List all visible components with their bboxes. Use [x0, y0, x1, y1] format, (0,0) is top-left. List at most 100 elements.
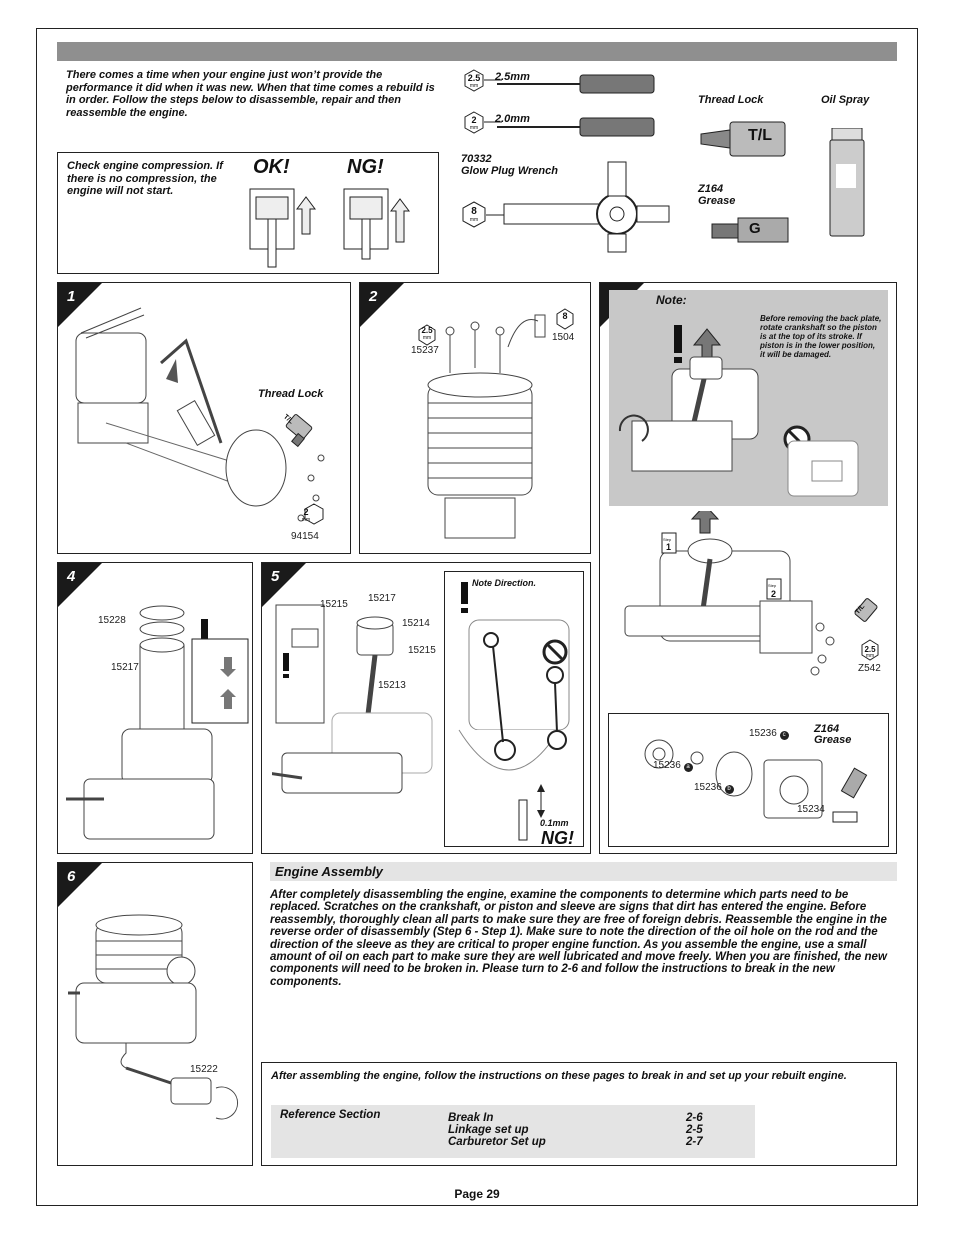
- reference-page: 2-6: [686, 1112, 703, 1124]
- step1-tag-num: 1: [666, 542, 672, 552]
- step-4-illustration: [66, 605, 249, 840]
- reference-page: 2-7: [686, 1136, 703, 1148]
- reference-name: Break In: [448, 1112, 494, 1124]
- reference-row: Carburetor Set up 2-7: [448, 1136, 703, 1148]
- thread-lock-tube-text: T/L: [748, 127, 772, 144]
- reference-row: Linkage set up 2-5: [448, 1124, 703, 1136]
- step4-part-sleeve: 15217: [111, 662, 139, 673]
- note-direction-label: Note Direction.: [472, 578, 537, 588]
- backplate-illustration: [644, 739, 868, 823]
- engine-assembly-heading: Engine Assembly: [275, 864, 383, 879]
- hex25-label: 2.5mm: [495, 71, 530, 83]
- reference-name: Carburetor Set up: [448, 1136, 546, 1148]
- reference-page: 2-5: [686, 1124, 703, 1136]
- thread-lock-small-icon: [285, 414, 313, 448]
- step5-ng-label: NG!: [541, 828, 574, 848]
- warning-icon: [461, 582, 468, 613]
- reference-table: Break In 2-6 Linkage set up 2-5 Carburetor…: [448, 1112, 703, 1148]
- grease-name: Grease: [698, 195, 736, 207]
- grease-tube-icon: [711, 217, 789, 243]
- part-15236-a: 15236 a: [653, 760, 693, 772]
- part-number: 15236: [694, 782, 722, 793]
- compression-text: Check engine compression. If there is no…: [67, 160, 223, 197]
- step2-tag-num: 2: [771, 589, 777, 599]
- step4-part-top: 15228: [98, 615, 126, 626]
- step-3-panel: 3 Note: Before removing the back plate, …: [599, 282, 897, 854]
- step3-hex-size: 2.5: [864, 645, 876, 654]
- step-2-panel: 2 2.5 mm 15237 8 1504: [359, 282, 591, 554]
- step2-part-screw: 15237: [411, 345, 439, 356]
- glow-wrench-unit: mm: [469, 217, 479, 223]
- backplate-detail-box: Z164 Grease 15236 c 15236 a 15236 b 1523…: [608, 713, 889, 847]
- step3-hex-unit: mm: [865, 653, 875, 659]
- step-number: 2: [369, 288, 378, 305]
- oil-spray-can-icon: [829, 128, 865, 237]
- step-5-illustration: [272, 604, 433, 794]
- step-5-panel: 5 15215 15217 15214 15215 15213 Note Dir…: [261, 562, 591, 854]
- hex-badge-icon: [464, 111, 484, 134]
- hex25-size: 2.5: [467, 73, 481, 83]
- step1-part-number: 94154: [291, 531, 319, 542]
- step1-thread-lock-label: Thread Lock: [258, 388, 324, 400]
- hex-driver-tools: [464, 69, 655, 137]
- gap-label: 0.1mm: [540, 818, 569, 828]
- part-number: 15236: [653, 760, 681, 771]
- step-tab: [360, 283, 404, 327]
- hex20-unit: mm: [469, 125, 479, 131]
- note-text: Before removing the back plate, rotate c…: [760, 314, 882, 359]
- step-tab: [58, 283, 102, 327]
- engine-assembly-text: After completely disassembling the engin…: [270, 889, 887, 988]
- oil-spray-label: Oil Spray: [821, 94, 870, 106]
- step-number: 1: [67, 288, 76, 305]
- step2-part-plug: 1504: [552, 332, 575, 343]
- after-assembly-box: After assembling the engine, follow the …: [261, 1062, 897, 1166]
- glow-plug-wrench-icon: [462, 161, 670, 253]
- compression-diagram: [249, 188, 410, 268]
- backplate-grease-part: Z164: [814, 723, 840, 735]
- prohibited-icon: [542, 639, 568, 665]
- note-label: Note:: [656, 293, 687, 307]
- step-tab: [58, 563, 102, 607]
- engine-assembly-heading-bar: [270, 862, 897, 881]
- letter-badge: a: [683, 763, 693, 772]
- step-6-illustration: [68, 914, 238, 1120]
- hex25-unit: mm: [469, 83, 479, 89]
- step3-part-screw: Z542: [858, 663, 881, 674]
- step1-tag: Step: [663, 537, 672, 542]
- part-15217: 15217: [368, 593, 396, 604]
- ok-label: OK!: [253, 156, 290, 178]
- backplate-grease-name: Grease: [814, 734, 852, 746]
- part-15214: 15214: [402, 618, 430, 629]
- hex20-size: 2: [471, 115, 477, 125]
- step-tab: [58, 863, 102, 907]
- reference-label: Reference Section: [280, 1109, 381, 1121]
- grease-tube-text: G: [749, 220, 761, 237]
- step-2-illustration: [418, 308, 574, 539]
- letter-badge: c: [779, 731, 789, 740]
- grease-label: Z164 Grease: [698, 183, 735, 207]
- after-assembly-text: After assembling the engine, follow the …: [271, 1070, 847, 1082]
- step-tab: [262, 563, 306, 607]
- part-number: 15236: [749, 728, 777, 739]
- page-frame: [36, 28, 918, 1206]
- step-number: 5: [271, 568, 280, 585]
- backplate-grease-label: Z164 Grease: [814, 724, 851, 746]
- hex-badge-icon: [464, 69, 484, 92]
- reference-section: Reference Section Break In 2-6 Linkage se…: [271, 1105, 755, 1158]
- step-number: 4: [67, 568, 76, 585]
- glow-wrench-size: 8: [471, 206, 477, 217]
- part-15236-c: 15236 c: [749, 728, 789, 740]
- part-15213: 15213: [378, 680, 406, 691]
- reference-name: Linkage set up: [448, 1124, 529, 1136]
- page-number: Page 29: [454, 1187, 500, 1201]
- letter-badge: b: [724, 785, 734, 794]
- step2-hex-unit: mm: [422, 335, 432, 341]
- note-illustration: [618, 325, 859, 497]
- step2-hex-size: 2.5: [421, 326, 433, 335]
- intro-text: There comes a time when your engine just…: [66, 69, 435, 119]
- glow-wrench-name: Glow Plug Wrench: [461, 165, 558, 177]
- step-3-illustration: [624, 511, 879, 676]
- step-1-panel: 1 Thread Lock T/L 2 mm 94154: [57, 282, 351, 554]
- thread-lock-label: Thread Lock: [698, 94, 764, 106]
- warning-icon: [674, 325, 682, 363]
